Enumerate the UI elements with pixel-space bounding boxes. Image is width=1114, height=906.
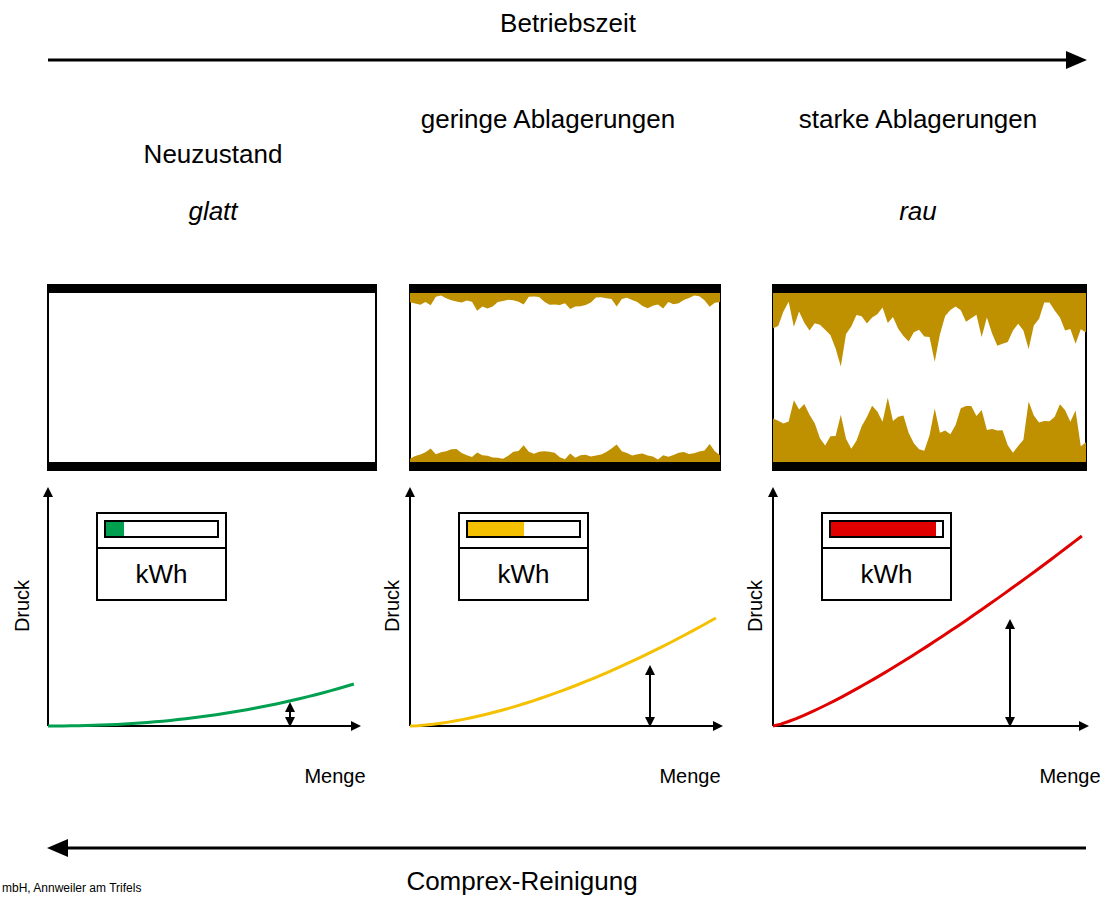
deposit xyxy=(410,444,720,462)
deposit xyxy=(773,293,1086,366)
energy-meter: kWh xyxy=(458,512,589,601)
pipe-wall xyxy=(773,285,1086,293)
axis xyxy=(47,492,49,726)
unit-label: kWh xyxy=(823,547,950,599)
state-title: Neuzustand xyxy=(144,139,283,170)
meter-fill xyxy=(831,522,936,536)
pipe-wall xyxy=(410,462,720,470)
pipe-wall xyxy=(410,285,720,293)
pipe-wall xyxy=(773,462,1086,470)
axis-label: Druck xyxy=(743,580,767,632)
heading-arrow-label: Comprex-Reinigung xyxy=(406,866,637,897)
time-arrow xyxy=(48,59,1072,62)
axis-label: Menge xyxy=(1039,764,1100,788)
energy-meter: kWh xyxy=(96,512,227,601)
axis xyxy=(409,492,411,726)
pressure-arrow xyxy=(289,707,291,722)
pressure-curve xyxy=(410,618,716,726)
pipe-wall xyxy=(48,285,376,293)
pipe-wall xyxy=(48,462,376,470)
state-title: geringe Ablagerungen xyxy=(398,104,698,135)
pipe-section xyxy=(410,285,720,470)
axis xyxy=(773,725,1084,727)
axis-label: Druck xyxy=(380,580,404,632)
pressure-arrow xyxy=(1009,624,1011,722)
energy-meter: kWh xyxy=(821,512,952,601)
pressure-curve xyxy=(48,684,354,726)
axis-label: Menge xyxy=(304,764,365,788)
pressure-curve xyxy=(773,536,1082,726)
heading-arrow-label: Betriebszeit xyxy=(500,8,636,39)
state-title: starke Ablagerungen xyxy=(768,104,1068,135)
pipe-section xyxy=(48,285,376,470)
unit-label: kWh xyxy=(98,547,225,599)
arrow-head xyxy=(1066,51,1087,69)
pressure-arrow xyxy=(649,670,651,722)
surface-note: glatt xyxy=(188,196,237,227)
footer-note: mbH, Annweiler am Trifels xyxy=(2,881,141,895)
axis xyxy=(772,492,774,726)
surface-note: rau xyxy=(899,196,937,227)
unit-label: kWh xyxy=(460,547,587,599)
meter-fill xyxy=(468,522,524,536)
deposit xyxy=(773,398,1086,462)
deposit xyxy=(410,293,720,311)
axis-label: Druck xyxy=(10,580,34,632)
meter-bar xyxy=(104,520,219,538)
axis xyxy=(410,725,718,727)
meter-fill xyxy=(106,522,124,536)
meter-bar xyxy=(466,520,581,538)
arrow-head xyxy=(47,839,68,857)
cleaning-arrow xyxy=(62,847,1086,850)
pipe-section xyxy=(773,285,1086,470)
meter-bar xyxy=(829,520,944,538)
axis-label: Menge xyxy=(659,764,720,788)
